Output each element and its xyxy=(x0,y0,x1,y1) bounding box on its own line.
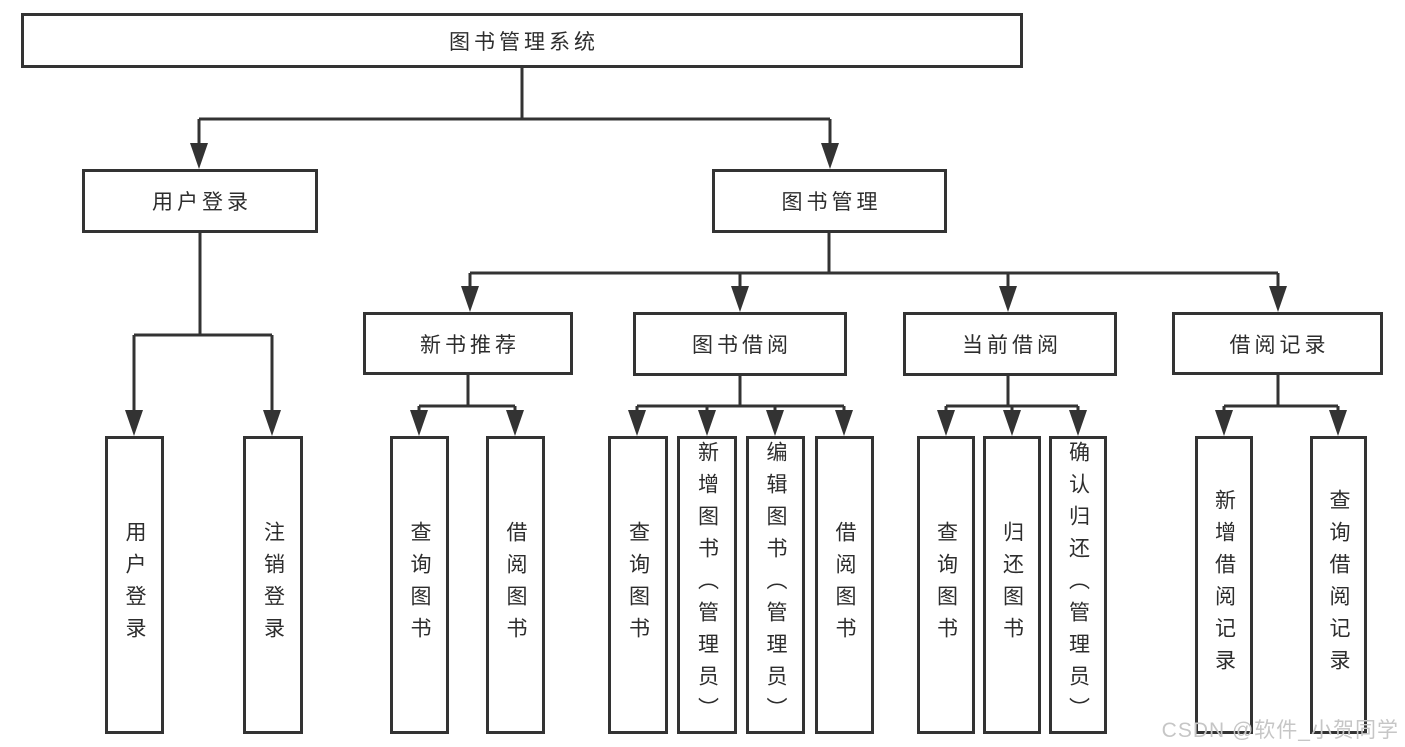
arrowhead-icon xyxy=(835,410,853,436)
node-label: 当前借阅 xyxy=(962,334,1062,357)
node-label: 查询图书 xyxy=(934,521,958,649)
node-leaf-nbr-query-book: 查询图书 xyxy=(390,436,449,734)
node-leaf-bb-add-book: 新增图书（管理员） xyxy=(677,436,737,734)
node-label: 图书借阅 xyxy=(692,334,792,357)
arrowhead-icon xyxy=(731,286,749,312)
arrowhead-icon xyxy=(125,410,143,436)
arrowhead-icon xyxy=(1069,410,1087,436)
node-label: 用户登录 xyxy=(152,191,252,214)
node-label: 借阅图书 xyxy=(833,521,856,649)
arrowhead-icon xyxy=(461,286,479,312)
node-leaf-logout: 注销登录 xyxy=(243,436,303,734)
node-leaf-br-add-record: 新增借阅记录 xyxy=(1195,436,1253,734)
node-leaf-bb-query-book: 查询图书 xyxy=(608,436,668,734)
node-label: 借阅图书 xyxy=(504,521,527,649)
node-current-borrowing: 当前借阅 xyxy=(903,312,1117,376)
node-label: 编辑图书（管理员） xyxy=(764,441,787,729)
arrowhead-icon xyxy=(628,410,646,436)
node-label: 图书管理系统 xyxy=(449,30,599,54)
node-leaf-bb-borrow-book: 借阅图书 xyxy=(815,436,874,734)
node-book-borrowing: 图书借阅 xyxy=(633,312,847,376)
node-label: 归还图书 xyxy=(1000,521,1024,649)
node-label: 新增图书（管理员） xyxy=(695,441,719,729)
arrowhead-icon xyxy=(410,410,428,436)
node-label: 查询图书 xyxy=(408,521,431,649)
node-label: 注销登录 xyxy=(261,521,285,649)
arrowhead-icon xyxy=(1269,286,1287,312)
node-new-book-recommend: 新书推荐 xyxy=(363,312,573,375)
edge-borrow-records xyxy=(1222,375,1340,418)
node-borrow-records: 借阅记录 xyxy=(1172,312,1383,375)
node-leaf-cb-query-book: 查询图书 xyxy=(917,436,975,734)
node-label: 图书管理 xyxy=(781,191,882,214)
node-label: 新增借阅记录 xyxy=(1212,489,1236,681)
node-leaf-cb-return-book: 归还图书 xyxy=(983,436,1041,734)
node-leaf-nbr-borrow-book: 借阅图书 xyxy=(486,436,545,734)
arrowhead-icon xyxy=(263,410,281,436)
node-leaf-cb-confirm-return: 确认归还（管理员） xyxy=(1049,436,1107,734)
arrowhead-icon xyxy=(766,410,784,436)
edge-book-borrowing xyxy=(635,376,846,418)
edge-user-login xyxy=(132,233,274,418)
arrowhead-icon xyxy=(698,410,716,436)
edge-new-book-recommend xyxy=(417,375,517,418)
node-label: 用户登录 xyxy=(123,521,146,649)
node-root: 图书管理系统 xyxy=(21,13,1023,68)
arrowhead-icon xyxy=(999,286,1017,312)
edge-book-management xyxy=(468,233,1280,294)
arrowhead-icon xyxy=(937,410,955,436)
node-leaf-br-query-record: 查询借阅记录 xyxy=(1310,436,1367,734)
node-label: 查询图书 xyxy=(626,521,650,649)
node-book-management: 图书管理 xyxy=(712,169,947,233)
edge-root xyxy=(197,68,832,151)
node-label: 新书推荐 xyxy=(420,333,520,357)
arrowhead-icon xyxy=(506,410,524,436)
csdn-watermark: CSDN @软件_小贺同学 xyxy=(1161,719,1399,742)
arrowhead-icon xyxy=(190,143,208,169)
node-label: 借阅记录 xyxy=(1229,333,1330,357)
arrowhead-icon xyxy=(1329,410,1347,436)
node-leaf-bb-edit-book: 编辑图书（管理员） xyxy=(746,436,805,734)
arrowhead-icon xyxy=(821,143,839,169)
node-label: 确认归还（管理员） xyxy=(1066,441,1090,729)
node-user-login: 用户登录 xyxy=(82,169,318,233)
arrowhead-icon xyxy=(1003,410,1021,436)
node-leaf-user-login: 用户登录 xyxy=(105,436,164,734)
arrowhead-icon xyxy=(1215,410,1233,436)
node-label: 查询借阅记录 xyxy=(1327,489,1350,681)
